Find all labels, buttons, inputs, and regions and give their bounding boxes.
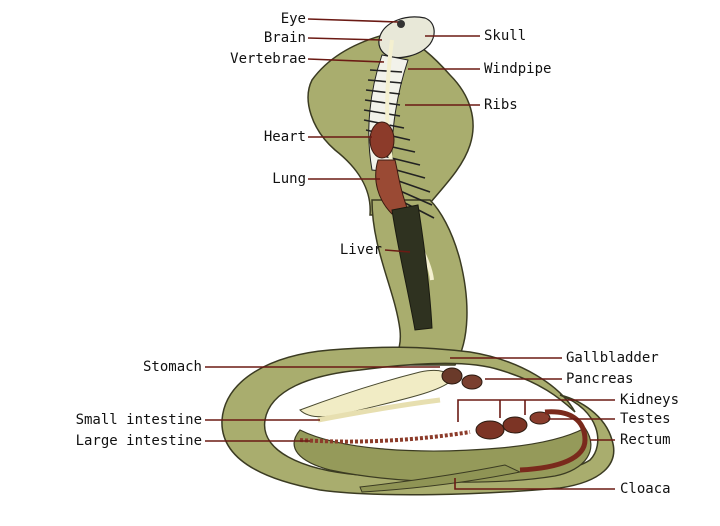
label-lung: Lung: [272, 171, 306, 187]
gallbladder-organ: [441, 367, 463, 385]
label-large-intestine: Large intestine: [75, 433, 202, 449]
cobra-lower-coil: [293, 427, 592, 483]
label-pancreas: Pancreas: [566, 371, 634, 387]
label-heart: Heart: [263, 129, 306, 145]
kidney-organ-1: [475, 420, 505, 440]
label-vertebrae: Vertebrae: [230, 51, 306, 67]
label-small-intestine: Small intestine: [75, 412, 202, 428]
label-gallbladder: Gallbladder: [566, 350, 659, 366]
label-stomach: Stomach: [142, 359, 202, 375]
label-rectum: Rectum: [620, 432, 671, 448]
label-skull: Skull: [484, 28, 527, 44]
liver-organ: [391, 204, 433, 331]
label-windpipe: Windpipe: [484, 61, 552, 77]
label-ribs: Ribs: [484, 97, 518, 113]
leader-lines: [205, 18, 615, 490]
label-kidneys: Kidneys: [620, 392, 680, 408]
label-liver: Liver: [339, 242, 382, 258]
testes-organ: [529, 411, 551, 425]
label-testes: Testes: [620, 411, 671, 427]
label-brain: Brain: [263, 30, 306, 46]
rectum-organ: [519, 409, 588, 473]
label-eye: Eye: [280, 11, 306, 27]
eye-mark: [397, 20, 405, 28]
pancreas-organ: [461, 374, 483, 390]
large-intestine-organ: [299, 430, 471, 444]
small-intestine-organ: [317, 397, 441, 423]
kidney-organ-2: [502, 416, 528, 434]
cobra-tail: [359, 464, 522, 493]
heart-organ: [369, 121, 395, 159]
label-cloaca: Cloaca: [620, 481, 671, 497]
